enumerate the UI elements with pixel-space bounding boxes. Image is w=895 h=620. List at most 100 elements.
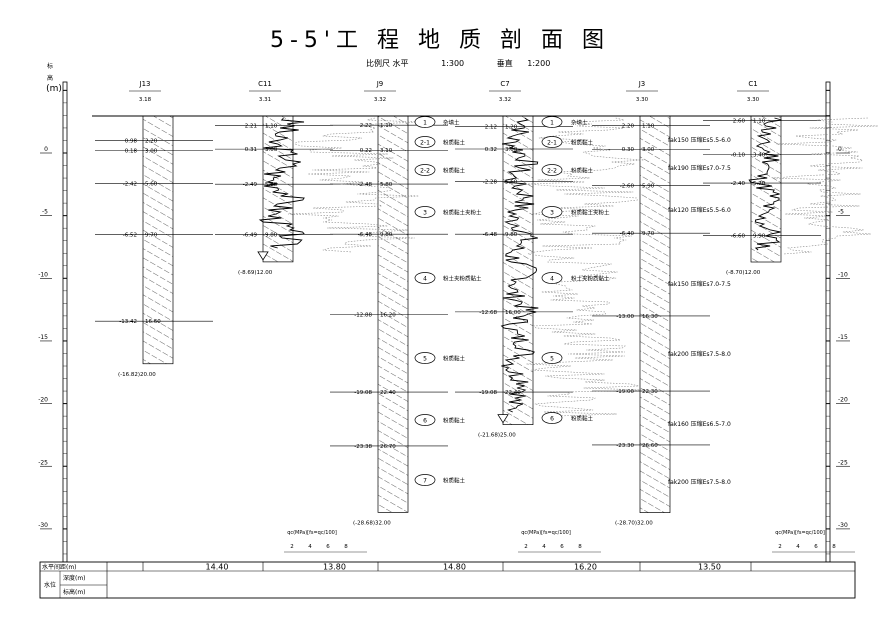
layer-elevation: -6.52 [123, 233, 137, 239]
layer-depth: 26.60 [642, 443, 658, 449]
stratum-number: 1 [423, 120, 427, 127]
borehole-elevation: 3.30 [636, 97, 649, 103]
borehole-elevation: 3.32 [499, 97, 511, 103]
stratum-name: 粉土夹粉质黏土 [443, 275, 482, 283]
cpt-fs-curve [287, 117, 420, 253]
elevation-label-mid: 高 [47, 74, 53, 82]
layer-depth: 3.00 [505, 147, 518, 153]
layer-elevation: -12.88 [354, 312, 372, 318]
layer-elevation: -2.42 [123, 181, 137, 187]
stratum-number: 5 [423, 356, 427, 363]
layer-depth: 16.30 [642, 314, 658, 320]
water-elevation-label: 标高(m) [63, 588, 86, 596]
borehole-id: J9 [376, 80, 384, 88]
elevation-unit: (m) [46, 84, 62, 94]
layer-depth: 9.80 [265, 232, 278, 238]
bearing-capacity-note: fak160 压缩Es6.5-7.0 [668, 420, 731, 428]
layer-elevation: -2.40 [731, 181, 746, 187]
scale-horizontal-value: 1:300 [441, 59, 465, 68]
stratum-name: 粉质黏土 [443, 167, 466, 175]
stratum-number: 3 [550, 210, 554, 217]
stratum-name: 杂填土 [571, 119, 588, 127]
borehole-elevation: 3.18 [139, 97, 152, 103]
layer-depth: 9.80 [505, 232, 518, 238]
stratum-name: 粉质黏土 [443, 139, 466, 147]
stratum-name: 杂填土 [443, 119, 460, 127]
cpt-axis-tick: 4 [308, 544, 312, 550]
stratum-label: 7 粉质黏土 [414, 474, 466, 486]
left-elevation-bar [62, 81, 68, 563]
horizontal-spacing-value: 13.50 [698, 563, 721, 572]
scale-horizontal: 比例尺 水平 1:300 垂直 1:200 [366, 58, 550, 69]
stratum-number-oval [414, 206, 436, 218]
horizontal-spacing-value: 14.80 [443, 563, 466, 572]
layer-elevation: 0.98 [125, 139, 138, 145]
layer-depth: 3.00 [265, 147, 278, 153]
cpt-axis-tick: 6 [326, 544, 330, 550]
right-elevation-bar [825, 81, 831, 563]
layer-depth: 9.90 [753, 234, 766, 240]
scale-label: 比例尺 [366, 59, 390, 68]
stratum-name: 粉质黏土夹粉土 [571, 209, 610, 217]
stratum-name: 粉质黏土 [443, 477, 466, 485]
stratum-number-oval [541, 272, 563, 284]
layer-depth: 3.00 [145, 149, 158, 155]
layer-depth: 22.40 [380, 390, 396, 396]
cpt-axis-tick: 8 [832, 544, 836, 550]
borehole-id: J13 [139, 80, 151, 88]
layer-depth: 3.00 [642, 147, 655, 153]
elevation-tick-label-right: -25 [838, 459, 848, 466]
layer-depth: 16.00 [505, 310, 521, 316]
elevation-tick-label-right: -30 [838, 522, 848, 529]
stratum-number-oval [541, 352, 563, 364]
layer-elevation: -19.08 [479, 390, 497, 396]
layer-elevation: 0.18 [125, 149, 138, 155]
horizontal-spacing-value: 16.20 [574, 563, 597, 572]
layer-elevation: -6.60 [731, 234, 746, 240]
stratum-name: 粉质黏土 [443, 355, 466, 363]
elevation-tick-label-left: -20 [38, 397, 48, 404]
borehole-bottom-label: (-28.68)32.00 [353, 520, 391, 526]
layer-depth: 1.10 [380, 123, 393, 129]
borehole-id: C1 [748, 80, 757, 88]
stratum-number-oval [414, 136, 436, 148]
layer-depth: 9.70 [642, 231, 655, 237]
cone-tip-marker [257, 251, 269, 261]
cpt-axis-tick: 2 [524, 544, 528, 550]
horizontal-spacing-value: 13.80 [323, 563, 346, 572]
bearing-capacity-note: fak150 压缩Es5.5-6.0 [668, 136, 731, 144]
layer-elevation: -13.42 [119, 319, 137, 325]
layer-elevation: 0.30 [622, 147, 635, 153]
borehole-id: J3 [638, 80, 646, 88]
stratum-name: 粉质黏土夹粉土 [443, 209, 482, 217]
scale-horizontal-label: 水平 [392, 59, 409, 68]
stratum-number-oval [541, 206, 563, 218]
borehole-column [639, 115, 671, 513]
layer-elevation: 0.31 [245, 147, 257, 153]
cpt-axis-tick: 6 [560, 544, 564, 550]
cone-tip-marker [497, 414, 509, 424]
layer-depth: 5.90 [642, 184, 655, 190]
cpt-fs-curve [772, 117, 879, 255]
cpt-qc-curve [258, 117, 306, 249]
borehole-elevation: 3.31 [259, 97, 271, 103]
borehole-column [142, 115, 174, 365]
layer-depth: 1.10 [753, 118, 766, 124]
stratum-number-oval [541, 412, 563, 424]
layer-depth: 3.10 [380, 148, 393, 154]
layer-elevation: -12.68 [479, 310, 497, 316]
borehole-bottom-label: (-8.69)12.00 [238, 270, 273, 276]
stratum-label: 3 粉质黏土夹粉土 [414, 206, 482, 218]
stratum-number: 7 [423, 478, 427, 485]
stratum-number: 3 [423, 210, 427, 217]
